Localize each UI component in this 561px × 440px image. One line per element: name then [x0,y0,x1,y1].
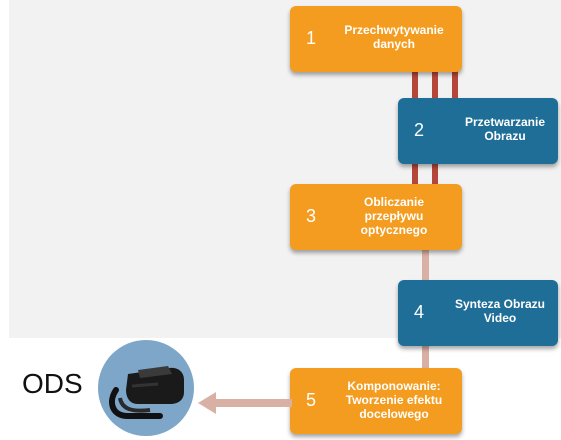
arrow-left-icon [198,392,292,414]
step-1-number: 1 [306,28,317,48]
ods-label: ODS [22,368,83,399]
connector-1-2-b [432,70,438,100]
step-1-box: 1 Przechwytywanie danych [290,6,462,72]
connector-2-3-b [432,162,438,184]
step-2-label: Przetwarzanie Obrazu [464,115,546,143]
step-5-box: 5 Komponowanie: Tworzenie efektu docelow… [290,368,462,434]
connector-4-5 [422,344,429,368]
step-2-box: 2 Przetwarzanie Obrazu [398,98,558,164]
connector-2-3-a [412,162,418,184]
step-4-box: 4 Synteza Obrazu Video [398,280,558,346]
connector-1-2-a [412,70,418,100]
step-2-number: 2 [414,120,425,140]
connector-3-4 [422,248,429,280]
step-3-number: 3 [306,206,317,226]
vr-headset-icon [98,340,194,436]
step-5-label: Komponowanie: Tworzenie efektu doceloweg… [345,379,443,421]
step-3-box: 3 Obliczanie przepływu optycznego [290,184,462,250]
step-3-label: Obliczanie przepływu optycznego [360,195,428,237]
step-4-label: Synteza Obrazu Video [454,297,546,325]
step-5-number: 5 [306,390,317,410]
connector-1-2-c [452,70,458,100]
step-1-label: Przechwytywanie danych [344,23,444,51]
step-4-number: 4 [414,302,425,322]
